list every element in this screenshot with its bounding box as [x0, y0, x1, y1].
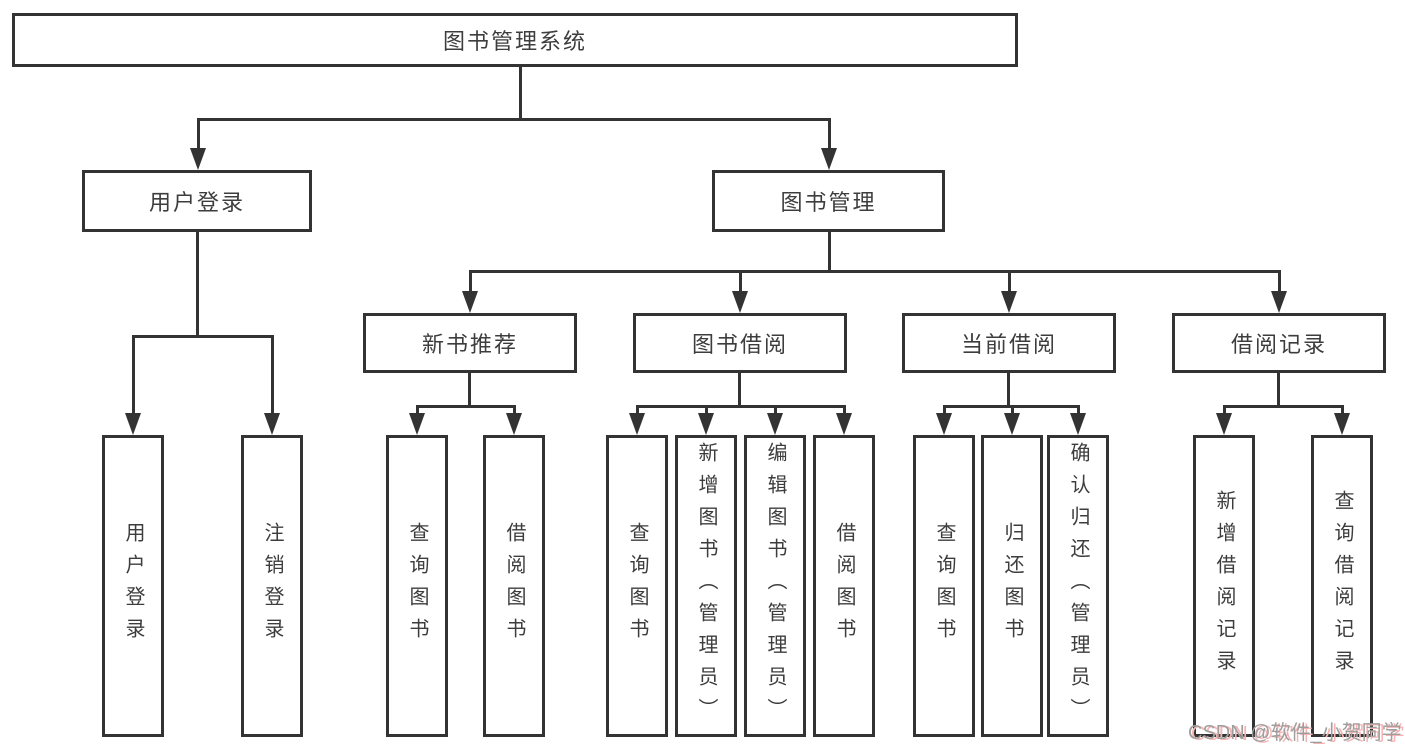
arrow-to-br-query-record [1333, 407, 1351, 435]
connector-level1-trunk [197, 118, 831, 121]
leaf-nb-query-book: 查询图书 [386, 435, 448, 737]
connector-new-book-recommend-stem [468, 372, 471, 408]
leaf-label: 借阅图书 [833, 522, 855, 650]
connector-root-stem [519, 67, 522, 121]
leaf-label: 新增借阅记录 [1213, 490, 1235, 682]
arrow-to-leaf-user-login [124, 337, 142, 435]
leaf-user-login: 用户登录 [102, 435, 164, 737]
node-current-borrow: 当前借阅 [902, 313, 1116, 373]
connector-current-borrow-stem [1007, 372, 1010, 408]
arrow-to-br-add-record [1215, 407, 1233, 435]
leaf-bb-edit-book: 编辑图书（管理员） [744, 435, 806, 737]
leaf-label: 查询借阅记录 [1331, 490, 1353, 682]
connector-level2-trunk [469, 270, 1281, 273]
connector-book-borrow-trunk [636, 405, 846, 408]
arrow-to-book-management [820, 120, 838, 170]
leaf-cb-confirm-return: 确认归还（管理员） [1047, 435, 1109, 737]
leaf-label: 查询图书 [406, 522, 428, 650]
leaf-label: 确认归还（管理员） [1067, 442, 1089, 730]
leaf-cb-query-book: 查询图书 [913, 435, 975, 737]
leaf-nb-borrow-book: 借阅图书 [483, 435, 545, 737]
arrow-to-bb-edit-book [766, 407, 784, 435]
arrow-to-borrow-record [1270, 272, 1288, 313]
arrow-to-user-login [189, 120, 207, 170]
connector-user-login-trunk [132, 335, 274, 338]
connector-book-management-stem [828, 231, 831, 273]
arrow-to-bb-borrow-book [835, 407, 853, 435]
node-book-borrow: 图书借阅 [633, 313, 847, 373]
arrow-to-bb-add-book [697, 407, 715, 435]
node-book-management: 图书管理 [712, 170, 945, 232]
leaf-cb-return-book: 归还图书 [981, 435, 1043, 737]
connector-borrow-record-stem [1277, 372, 1280, 408]
arrow-to-cb-return-book [1003, 407, 1021, 435]
node-new-book-recommend: 新书推荐 [363, 313, 577, 373]
arrow-to-leaf-logout [263, 337, 281, 435]
leaf-label: 查询图书 [933, 522, 955, 650]
leaf-logout: 注销登录 [241, 435, 303, 737]
leaf-br-query-record: 查询借阅记录 [1311, 435, 1373, 737]
arrow-to-cb-query-book [935, 407, 953, 435]
leaf-label: 新增图书（管理员） [695, 442, 717, 730]
leaf-bb-query-book: 查询图书 [606, 435, 668, 737]
arrow-to-book-borrow [731, 272, 749, 313]
arrow-to-nb-query-book [408, 407, 426, 435]
arrow-to-cb-confirm-return [1069, 407, 1087, 435]
connector-current-borrow-trunk [943, 405, 1080, 408]
leaf-bb-borrow-book: 借阅图书 [813, 435, 875, 737]
leaf-bb-add-book: 新增图书（管理员） [675, 435, 737, 737]
leaf-label: 编辑图书（管理员） [764, 442, 786, 730]
leaf-label: 用户登录 [122, 522, 144, 650]
node-borrow-record: 借阅记录 [1172, 313, 1386, 373]
leaf-label: 注销登录 [261, 522, 283, 650]
arrow-to-bb-query-book [628, 407, 646, 435]
leaf-label: 查询图书 [626, 522, 648, 650]
arrow-to-current-borrow [1000, 272, 1018, 313]
csdn-watermark: CSDN @软件_小贺同学 [1188, 722, 1402, 744]
leaf-label: 借阅图书 [503, 522, 525, 650]
connector-book-borrow-stem [738, 372, 741, 408]
node-user-login: 用户登录 [82, 170, 312, 232]
arrow-to-new-book-recommend [461, 272, 479, 313]
leaf-br-add-record: 新增借阅记录 [1193, 435, 1255, 737]
node-root: 图书管理系统 [12, 13, 1018, 67]
arrow-to-nb-borrow-book [505, 407, 523, 435]
connector-new-book-recommend-trunk [416, 405, 516, 408]
connector-borrow-record-trunk [1223, 405, 1344, 408]
leaf-label: 归还图书 [1001, 522, 1023, 650]
connector-user-login-stem [196, 231, 199, 338]
